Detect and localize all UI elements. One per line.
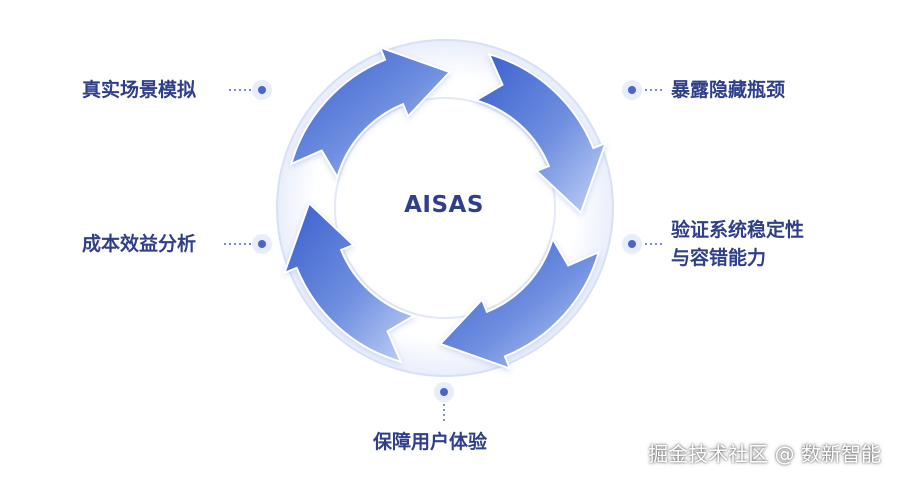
label-ensure-user-experience: 保障用户体验 xyxy=(373,431,488,453)
label-cost-benefit-analysis: 成本效益分析 xyxy=(82,233,197,255)
dots xyxy=(252,80,642,402)
label-verify-stability-line2: 与容错能力 xyxy=(671,247,767,269)
inner-disc xyxy=(334,97,556,319)
dot-mid-left xyxy=(258,240,266,248)
dot-top-right xyxy=(628,86,636,94)
watermark: 掘金技术社区 @ 数新智能 xyxy=(648,442,881,466)
label-expose-hidden-bottlenecks: 暴露隐藏瓶颈 xyxy=(671,79,786,101)
label-verify-stability: 验证系统稳定性 与容错能力 xyxy=(671,216,804,272)
connectors xyxy=(224,89,664,423)
label-verify-stability-line1: 验证系统稳定性 xyxy=(671,219,805,241)
label-real-scenario-simulation: 真实场景模拟 xyxy=(82,79,197,101)
dot-bottom xyxy=(440,388,448,396)
arrow-upper-left xyxy=(289,45,452,180)
arrow-lower-right xyxy=(438,236,601,371)
arrow-upper-right xyxy=(473,52,608,215)
arrow-lower-left xyxy=(282,201,417,364)
dot-mid-right xyxy=(628,240,636,248)
dot-top-left xyxy=(258,86,266,94)
center-label-aisas: AISAS xyxy=(404,192,484,218)
cycle-arrows xyxy=(282,45,608,371)
